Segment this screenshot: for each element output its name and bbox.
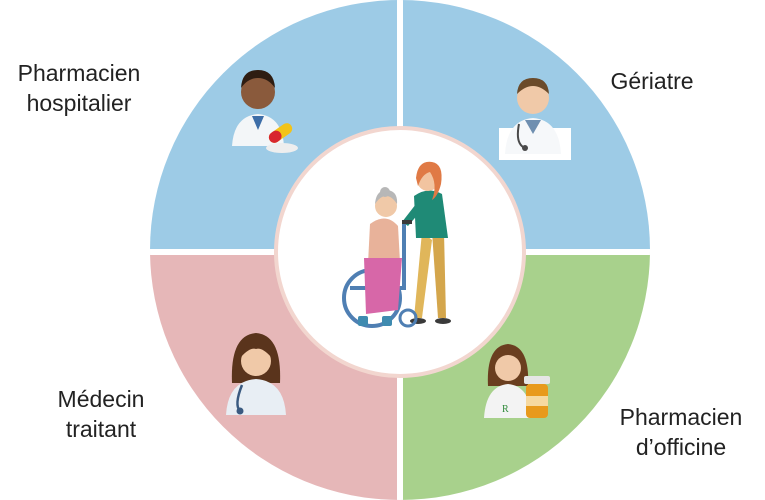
label-pharmacien-hospitalier: Pharmacien hospitalier (4, 58, 154, 118)
label-medecin-traitant: Médecin traitant (36, 384, 166, 444)
label-pharmacien-officine-line1: Pharmacien (619, 404, 743, 430)
label-medecin-traitant-line2: traitant (65, 416, 137, 442)
label-pharmacien-hospitalier-line1: Pharmacien (17, 60, 141, 86)
label-geriatre-line1: Gériatre (610, 68, 694, 94)
label-geriatre: Gériatre (592, 66, 712, 96)
female-pharmacist-with-pill-bottle-icon: R (484, 344, 550, 418)
female-doctor-with-stethoscope-icon (226, 333, 286, 415)
label-pharmacien-officine-line2: d’officine (635, 434, 727, 460)
label-pharmacien-hospitalier-line2: hospitalier (26, 90, 132, 116)
center-disc (274, 126, 526, 378)
svg-text:R: R (502, 404, 509, 415)
male-doctor-with-stethoscope-icon (499, 78, 571, 160)
caregiver-pushing-elderly-woman-in-wheelchair-illustration (342, 161, 451, 328)
label-pharmacien-officine: Pharmacien d’officine (606, 402, 756, 462)
label-medecin-traitant-line1: Médecin (57, 386, 145, 412)
male-pharmacist-with-pills-icon (232, 70, 298, 153)
